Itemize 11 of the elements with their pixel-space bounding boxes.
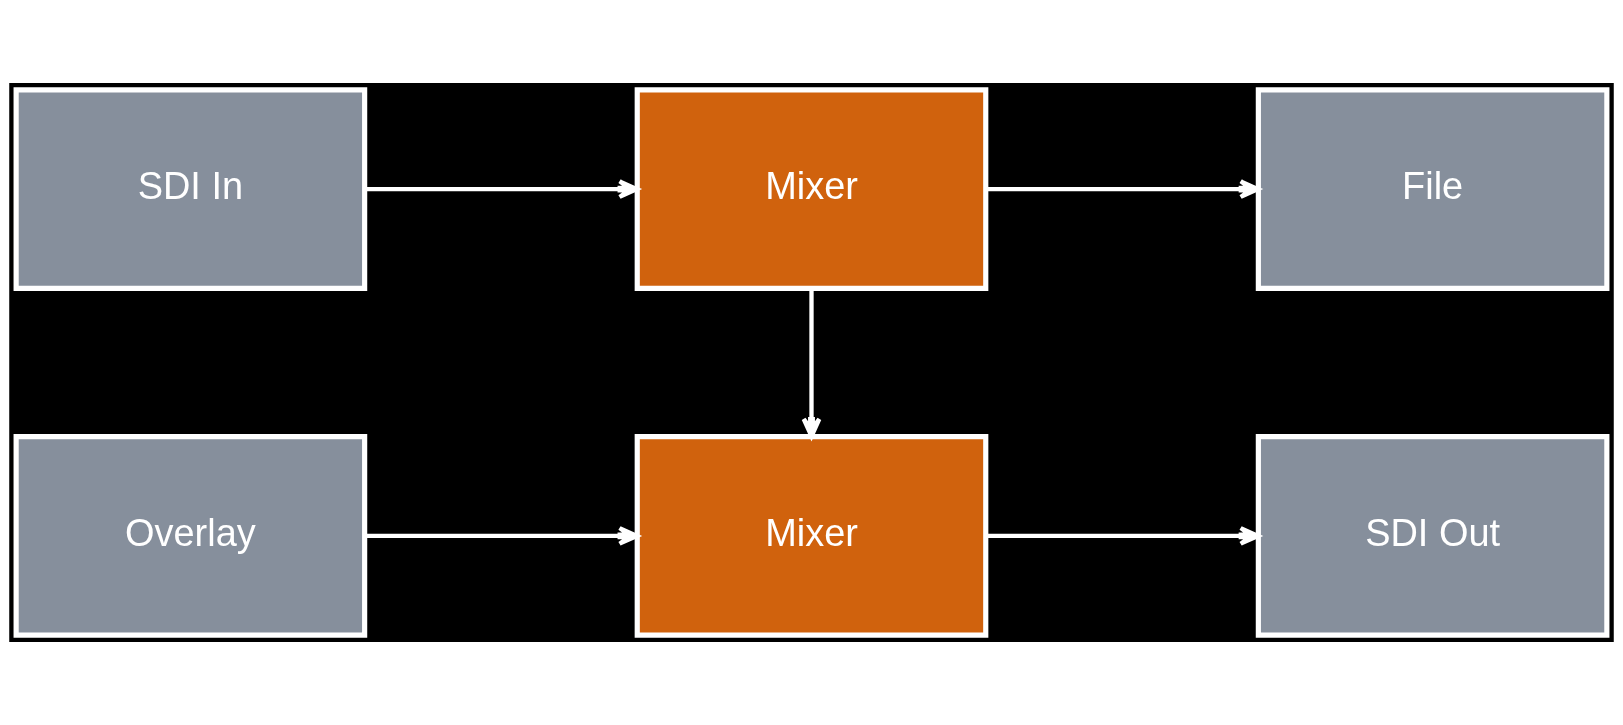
node-box: File [1255, 87, 1610, 291]
node-box: SDI Out [1255, 434, 1610, 638]
arrow [986, 525, 1261, 546]
node-box: Mixer [634, 87, 989, 291]
arrow [801, 288, 822, 439]
arrow [365, 179, 640, 200]
arrow [986, 179, 1261, 200]
arrow [365, 525, 640, 546]
node-box: Mixer [634, 434, 989, 638]
node-box: Overlay [13, 434, 368, 638]
node-box: SDI In [13, 87, 368, 291]
